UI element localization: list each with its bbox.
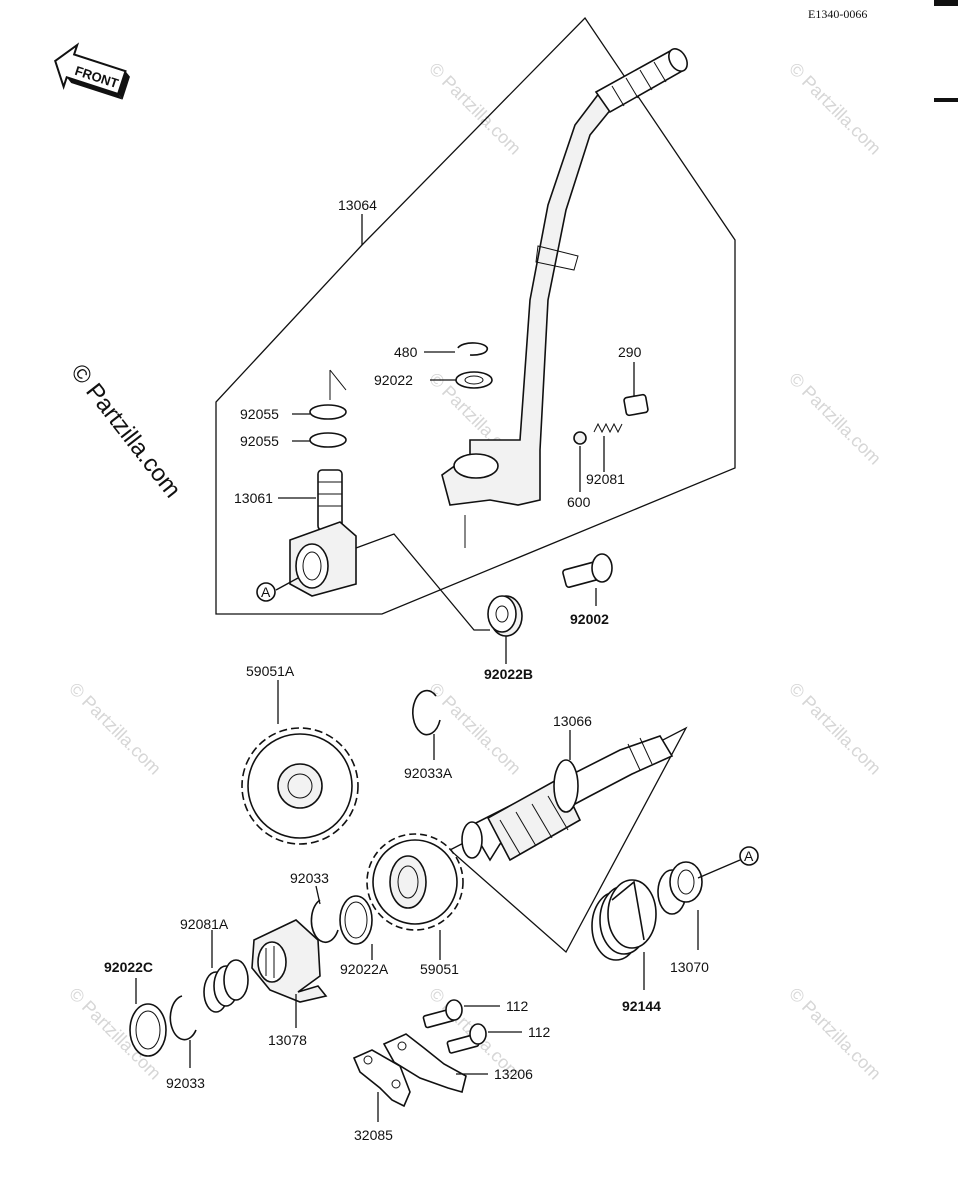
label-92022C: 92022C: [104, 959, 153, 975]
label-92055-upper: 92055: [240, 406, 279, 422]
label-13078: 13078: [268, 1032, 307, 1048]
part-92144-kick-spring: 92144: [591, 879, 661, 1014]
assembly-frame-13064: [215, 16, 736, 615]
watermark: © Partzilla.com: [425, 679, 525, 779]
part-92022-washer: 92022: [374, 371, 493, 389]
label-480: 480: [394, 344, 418, 360]
front-arrow-icon: FRONT: [54, 42, 130, 100]
part-13070-guide: 13070: [657, 859, 741, 975]
edge-mark-top: [934, 0, 958, 6]
label-92002: 92002: [570, 611, 609, 627]
part-92022A-washer: 92022A: [339, 895, 389, 977]
label-92055-lower: 92055: [240, 433, 279, 449]
watermark: © Partzilla.com: [785, 59, 885, 159]
label-92022B: 92022B: [484, 666, 533, 682]
part-92081-spring: 92081: [586, 422, 625, 487]
watermark: © Partzilla.com: [65, 679, 165, 779]
part-13206-plate: 13206: [382, 1033, 533, 1093]
part-92033-circlip-lower: 92033: [166, 995, 205, 1091]
watermark-main: © Partzilla.com: [65, 359, 186, 503]
ref-marker-a-upper: A: [256, 577, 299, 602]
label-290: 290: [618, 344, 642, 360]
label-600: 600: [567, 494, 591, 510]
shaft-axis: [329, 369, 347, 391]
part-112-bolt-upper: 112: [422, 998, 529, 1029]
part-59051-gear: 59051: [366, 833, 464, 977]
label-92022A: 92022A: [340, 961, 389, 977]
part-92002-bolt: 92002: [562, 553, 613, 627]
part-92081A-spring: 92081A: [180, 916, 249, 1013]
part-13066-kick-shaft: 13066: [449, 713, 688, 954]
label-59051: 59051: [420, 961, 459, 977]
label-32085: 32085: [354, 1127, 393, 1143]
label-59051A: 59051A: [246, 663, 295, 679]
label-112-lower: 112: [528, 1024, 551, 1040]
part-290-cap: 290: [618, 344, 649, 417]
svg-text:A: A: [744, 848, 754, 864]
watermark: © Partzilla.com: [785, 369, 885, 469]
part-92022C-washer: 92022C: [104, 959, 167, 1057]
label-92022: 92022: [374, 372, 413, 388]
diagram-code: E1340-0066: [808, 7, 867, 21]
label-92033A: 92033A: [404, 765, 453, 781]
label-92033-lower: 92033: [166, 1075, 205, 1091]
label-13206: 13206: [494, 1066, 533, 1082]
label-13061: 13061: [234, 490, 273, 506]
part-480-circlip: 480: [394, 342, 489, 360]
part-13061-kick-shaft: 13061: [234, 469, 357, 597]
edge-mark-mid: [934, 98, 958, 102]
label-13066: 13066: [553, 713, 592, 729]
part-92022B-washer: 92022B: [484, 595, 533, 682]
ref-marker-a-lower: A: [739, 846, 759, 866]
part-13078-ratchet: 13078: [251, 919, 328, 1048]
part-112-bolt-lower: 112: [446, 1023, 551, 1054]
part-92055-ring-lower: 92055: [240, 432, 347, 449]
part-92055-ring-upper: 92055: [240, 404, 347, 422]
label-13070: 13070: [670, 959, 709, 975]
svg-text:A: A: [261, 584, 271, 600]
label-92081: 92081: [586, 471, 625, 487]
watermark: © Partzilla.com: [425, 59, 525, 159]
leader-92022B-link: [355, 533, 490, 631]
watermark: © Partzilla.com: [785, 984, 885, 1084]
label-92144: 92144: [622, 998, 661, 1014]
part-92033A-circlip: 92033A: [404, 689, 453, 781]
part-600-ball: 600: [567, 431, 591, 510]
label-92081A: 92081A: [180, 916, 229, 932]
part-32085-plate: 32085: [352, 1049, 411, 1143]
part-92033-circlip-upper: 92033: [290, 870, 339, 944]
watermark: © Partzilla.com: [785, 679, 885, 779]
label-112-upper: 112: [506, 998, 529, 1014]
part-59051A-gear: 59051A: [241, 663, 359, 845]
label-92033-upper: 92033: [290, 870, 329, 886]
label-13064: 13064: [338, 197, 377, 213]
kick-pedal-lever: [441, 48, 688, 548]
